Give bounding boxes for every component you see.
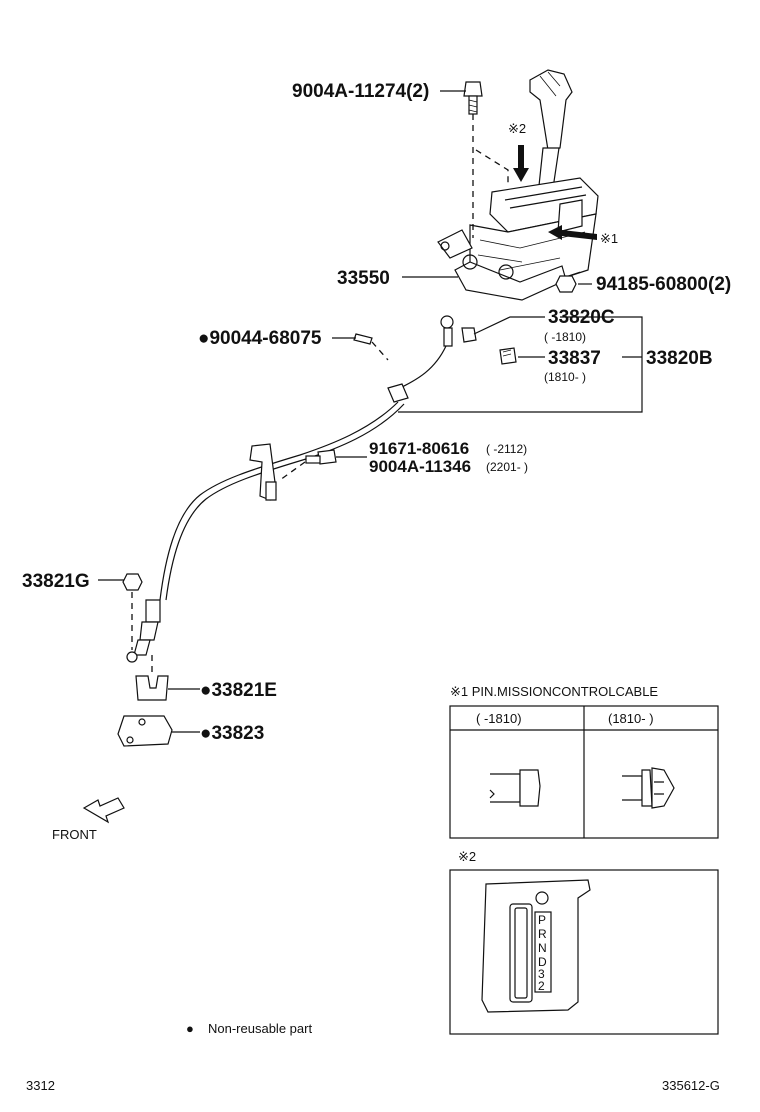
callout-33820c-range: ( -1810): [544, 330, 586, 344]
clip-part: [353, 333, 389, 361]
mounting-bracket-part: [117, 715, 173, 747]
transmission-control-cable[interactable]: [126, 315, 454, 663]
callout-mark-2: ※2: [508, 121, 526, 136]
callout-33550: 33550: [337, 268, 390, 289]
detail1-table: [449, 705, 719, 839]
callout-9004a-11346: 9004A-11346: [369, 457, 471, 476]
shift-lever-assembly[interactable]: [437, 69, 599, 301]
detail2-box: [449, 869, 719, 1035]
callout-33823: ●33823: [200, 723, 264, 744]
detail2-title: ※2: [458, 849, 476, 864]
callout-9004a-11274: 9004A-11274(2): [292, 81, 429, 102]
gear-letter: R: [538, 927, 547, 941]
legend-text: Non-reusable part: [208, 1021, 312, 1036]
callout-33821e: ●33821E: [200, 680, 277, 701]
bolt-icon: [463, 81, 483, 115]
callout-91671: 91671-80616: [369, 439, 469, 458]
detail1-col1-header: ( -1810): [476, 711, 522, 726]
bolt-icon: [279, 449, 337, 481]
retainer-clip-part: [135, 675, 169, 701]
new-pin-drawing: [622, 767, 675, 809]
arrow-icon: [548, 225, 597, 240]
callout-33820c: 33820C: [548, 307, 615, 328]
gear-letter: D: [538, 955, 547, 969]
callout-94185: 94185-60800(2): [596, 274, 731, 295]
callout-33821g: 33821G: [22, 571, 90, 592]
cable-pin-part: [461, 327, 517, 365]
front-label: FRONT: [52, 827, 97, 842]
gear-letter: P: [538, 913, 546, 927]
front-arrow-icon: [82, 797, 125, 824]
callout-9004a-11346-range: (2201- ): [486, 460, 528, 474]
detail1-col2-header: (1810- ): [608, 711, 654, 726]
callout-33837-range: (1810- ): [544, 370, 586, 384]
gear-letter: N: [538, 941, 547, 955]
callout-mark-1: ※1: [600, 231, 618, 246]
callout-91671-range: ( -2112): [486, 442, 527, 456]
arrow-icon: [513, 145, 529, 182]
footer-left: 3312: [26, 1078, 55, 1093]
nut-icon: [555, 275, 577, 293]
legend-marker: ●: [186, 1021, 194, 1036]
gear-letters: P R N D 3 2: [538, 913, 547, 993]
leader-lines: [98, 90, 643, 733]
old-pin-drawing: [489, 769, 541, 807]
callout-90044: ●90044-68075: [198, 328, 322, 349]
detail1-title: ※1 PIN.MISSIONCONTROLCABLE: [450, 684, 658, 699]
callout-33837: 33837: [548, 348, 601, 369]
callout-33820b: 33820B: [646, 348, 713, 369]
nut-icon: [122, 573, 143, 591]
footer-right: 335612-G: [662, 1078, 720, 1093]
gear-letter: 3: [538, 967, 545, 981]
gear-letter: 2: [538, 979, 545, 993]
